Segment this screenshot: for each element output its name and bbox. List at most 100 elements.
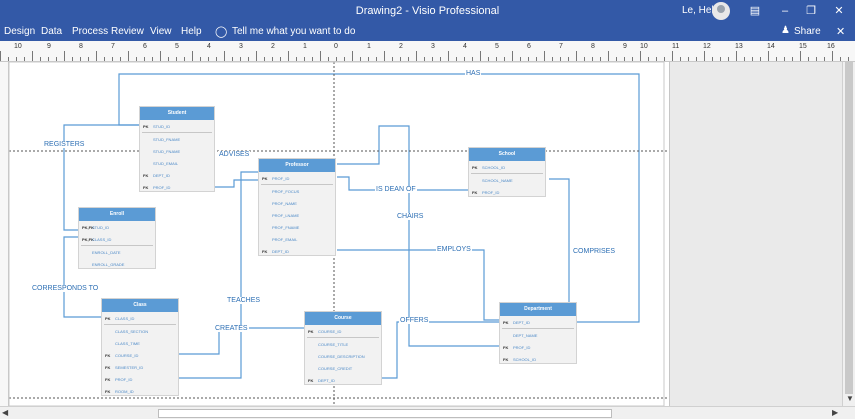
relationship-label[interactable]: IS DEAN OF	[375, 186, 417, 193]
entity-row[interactable]: PROF_NAME	[259, 197, 335, 209]
avatar[interactable]	[712, 2, 730, 20]
tell-me-box[interactable]: Tell me what you want to do	[232, 26, 356, 37]
ruler-tick	[64, 51, 65, 61]
vertical-ruler[interactable]	[0, 62, 9, 406]
scroll-right-icon[interactable]: ▶	[832, 408, 839, 417]
entity-row[interactable]: COURSE_CREDIT	[305, 362, 381, 374]
relationship-label[interactable]: REGISTERS	[43, 141, 86, 148]
relationship-label[interactable]: HAS	[465, 70, 482, 77]
relationship-label[interactable]: OFFERS	[399, 317, 430, 324]
tab-view[interactable]: View	[150, 26, 172, 37]
tab-data[interactable]: Data	[41, 26, 63, 37]
key-tag: PK,FK	[82, 225, 94, 230]
entity-row[interactable]: COURSE_TITLE	[305, 338, 381, 350]
field-name: SCHOOL_ID	[513, 357, 537, 362]
scroll-left-icon[interactable]: ◀	[2, 408, 9, 417]
tab-review[interactable]: Review	[111, 26, 144, 37]
entity-row[interactable]: PROF_FOCUS	[259, 185, 335, 197]
entity-row[interactable]: DEPT_NAME	[500, 329, 576, 341]
horizontal-ruler[interactable]: 10 9 8 7 6 5 4 3 2 1 0 1 2 3 4 5 6 7 8 9…	[0, 41, 855, 62]
relationship-label[interactable]: CREATES	[214, 325, 249, 332]
ruler-tick	[384, 51, 385, 61]
ruler-tick	[88, 57, 89, 61]
entity-row[interactable]: SCHOOL_NAME	[469, 174, 545, 186]
ruler-label: 2	[271, 43, 275, 50]
lightbulb-icon[interactable]: ◯	[215, 26, 228, 38]
relationship-label[interactable]: CORRESPONDS TO	[31, 285, 100, 292]
entity-row[interactable]: STUD_FNAME	[140, 145, 214, 157]
share-button[interactable]: Share	[794, 26, 821, 37]
relationship-label[interactable]: COMPRISES	[572, 248, 617, 255]
field-name: PROF_ID	[153, 185, 171, 190]
field-name: PROF_FOCUS	[272, 189, 300, 194]
field-name: PROF_EMAIL	[272, 237, 298, 242]
scroll-down-icon[interactable]: ▼	[846, 394, 854, 403]
entity-row[interactable]: STUD_EMAIL	[140, 157, 214, 169]
share-person-icon[interactable]: ♟	[781, 25, 790, 36]
entity-row[interactable]: ENROLL_GRADE	[79, 258, 155, 270]
close-ribbon-icon[interactable]: ✕	[836, 26, 846, 38]
ruler-tick	[560, 57, 561, 61]
relationship-label[interactable]: ADVISES	[218, 151, 251, 158]
drawing-canvas[interactable]: HAS REGISTERS ADVISES IS DEAN OF CHAIRS …	[9, 62, 669, 406]
tab-design[interactable]: Design	[4, 26, 36, 37]
tab-process[interactable]: Process	[72, 26, 109, 37]
ruler-tick	[312, 57, 313, 61]
entity-row[interactable]: CLASS_TIME	[102, 337, 178, 349]
minimize-icon[interactable]: –	[781, 5, 789, 17]
close-icon[interactable]: ✕	[834, 5, 844, 17]
tab-help[interactable]: Help	[181, 26, 202, 37]
ruler-tick	[520, 57, 521, 61]
restore-icon[interactable]: ❐	[806, 5, 816, 17]
entity-row[interactable]: STUD_FNAME	[140, 133, 214, 145]
user-name[interactable]: Le, Helen	[682, 5, 725, 16]
field-name: STUD_ID	[153, 124, 171, 129]
relationship-label[interactable]: EMPLOYS	[436, 246, 472, 253]
entity-row[interactable]: PROF_LNAME	[259, 209, 335, 221]
vertical-scroll-thumb[interactable]	[845, 62, 853, 394]
ruler-tick	[336, 57, 337, 61]
horizontal-scrollbar[interactable]: ◀ ▶	[0, 406, 855, 419]
vertical-scrollbar[interactable]: ▼	[842, 62, 855, 406]
horizontal-scroll-thumb[interactable]	[158, 409, 612, 418]
ribbon-display-icon[interactable]: ▤	[749, 5, 761, 17]
ruler-tick	[456, 57, 457, 61]
entity-row[interactable]: CLASS_SECTION	[102, 325, 178, 337]
relationship-label[interactable]: TEACHES	[226, 297, 262, 304]
off-page-area	[669, 62, 843, 406]
ruler-tick	[656, 57, 657, 61]
entity-row[interactable]: PROF_EMAIL	[259, 233, 335, 245]
field-name: CLASS_SECTION	[115, 329, 149, 334]
relationship-label[interactable]: CHAIRS	[396, 213, 425, 220]
ruler-tick	[608, 51, 609, 61]
entity-row[interactable]: PROF_FNAME	[259, 221, 335, 233]
entity-row[interactable]: ENROLL_DATE	[79, 246, 155, 258]
entity-row[interactable]: COURSE_DESCRIPTION	[305, 350, 381, 362]
